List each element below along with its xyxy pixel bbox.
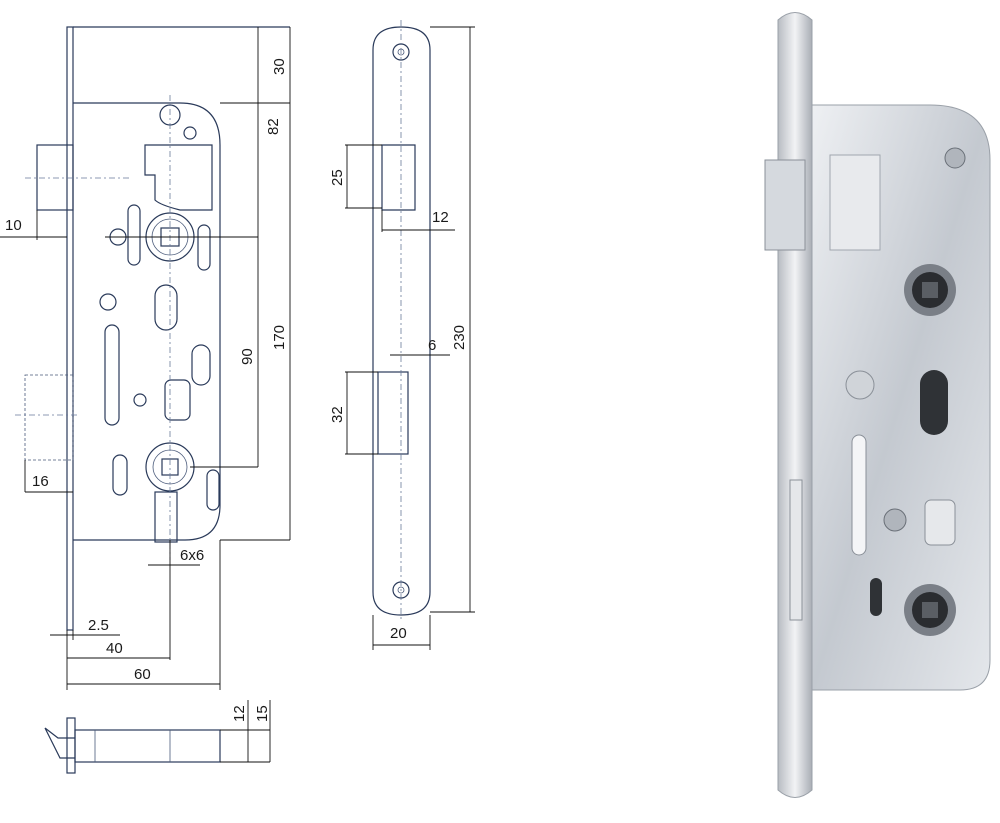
dim-20: 20 — [390, 625, 407, 642]
dim-16: 16 — [32, 473, 49, 490]
front-view — [0, 26, 291, 690]
dim-6: 6 — [428, 337, 436, 354]
lock-photo — [764, 12, 991, 798]
dim-30: 30 — [271, 58, 288, 75]
dim-25: 25 — [329, 169, 346, 186]
dim-82: 82 — [265, 118, 282, 135]
forend-edge — [66, 26, 74, 631]
dim-60: 60 — [134, 666, 151, 683]
latch-bolt — [36, 144, 74, 211]
dim-230: 230 — [451, 325, 468, 350]
case-outline — [73, 102, 221, 541]
forend-plate — [777, 12, 813, 798]
dead-bolt — [24, 374, 74, 461]
dim-32: 32 — [329, 406, 346, 423]
dim-12-bottom: 12 — [231, 705, 248, 722]
bottom-view — [44, 700, 271, 774]
forend-view — [345, 20, 475, 650]
dim-2-5: 2.5 — [88, 617, 109, 634]
dim-10: 10 — [5, 217, 22, 234]
dim-15-bottom: 15 — [254, 705, 271, 722]
latch-bolt-photo — [764, 159, 806, 251]
dim-90: 90 — [239, 348, 256, 365]
dim-12-latch: 12 — [432, 209, 449, 226]
dim-40: 40 — [106, 640, 123, 657]
dim-170: 170 — [271, 325, 288, 350]
dim-6x6: 6x6 — [180, 547, 204, 564]
